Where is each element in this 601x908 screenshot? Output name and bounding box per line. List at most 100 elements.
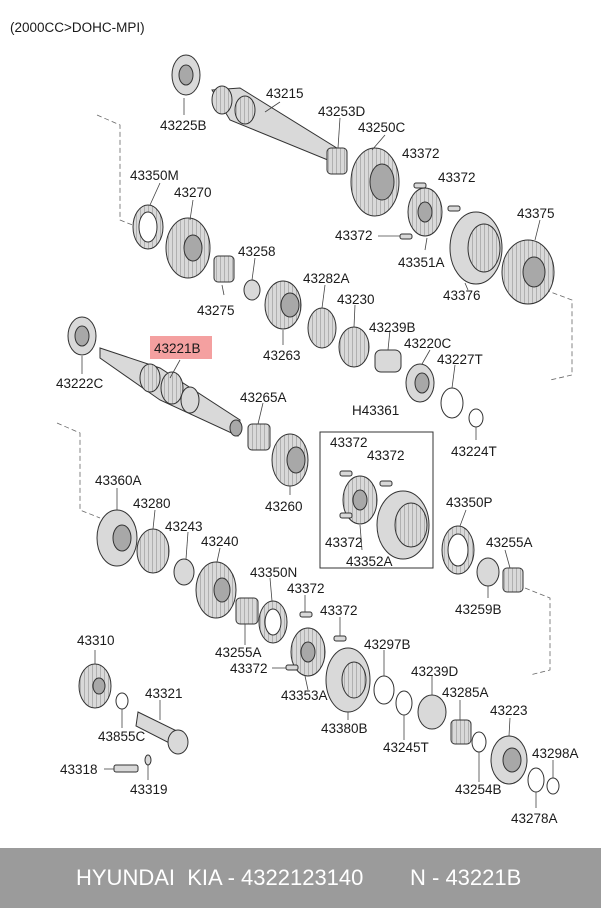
output-shaft-43221B[interactable] bbox=[99, 347, 243, 437]
gear-43260[interactable] bbox=[271, 433, 309, 487]
synchro-ring-43280[interactable] bbox=[136, 528, 170, 574]
key-43372-g[interactable] bbox=[299, 611, 313, 618]
gear-43375[interactable] bbox=[501, 239, 555, 305]
label-43372-e[interactable]: 43372 bbox=[367, 448, 405, 463]
label-43350N[interactable]: 43350N bbox=[250, 565, 297, 580]
gear-43263[interactable] bbox=[264, 280, 302, 330]
label-43225B[interactable]: 43225B bbox=[160, 118, 207, 133]
label-43278A[interactable]: 43278A bbox=[511, 811, 558, 826]
label-43260[interactable]: 43260 bbox=[265, 499, 303, 514]
sleeve-43380B[interactable] bbox=[325, 647, 371, 713]
label-43230[interactable]: 43230 bbox=[337, 292, 375, 307]
label-43221B[interactable]: 43221B bbox=[154, 341, 201, 356]
sleeve-43275[interactable] bbox=[243, 279, 261, 301]
label-43350P[interactable]: 43350P bbox=[446, 495, 493, 510]
key-43372-f[interactable] bbox=[339, 512, 353, 519]
bearing-43223[interactable] bbox=[490, 735, 528, 785]
washer-43319[interactable] bbox=[144, 754, 152, 766]
snap-ring-43278A[interactable] bbox=[527, 767, 545, 793]
label-43375[interactable]: 43375 bbox=[517, 206, 555, 221]
label-43372-h[interactable]: 43372 bbox=[320, 603, 358, 618]
label-43298A[interactable]: 43298A bbox=[532, 746, 579, 761]
label-43245T[interactable]: 43245T bbox=[383, 740, 429, 755]
synchro-hub-43352A[interactable] bbox=[342, 475, 378, 525]
key-43372-b[interactable] bbox=[447, 205, 461, 212]
key-43372-a[interactable] bbox=[413, 182, 427, 189]
gear-43282A[interactable] bbox=[307, 307, 337, 349]
sleeve-43259B[interactable] bbox=[476, 557, 500, 587]
label-43855C[interactable]: 43855C bbox=[98, 729, 146, 744]
label-43351A[interactable]: 43351A bbox=[398, 255, 445, 270]
needle-bearing-43255A-right[interactable] bbox=[502, 567, 524, 593]
label-43350M[interactable]: 43350M bbox=[130, 168, 179, 183]
washer-43298A[interactable] bbox=[546, 777, 560, 795]
label-43243[interactable]: 43243 bbox=[165, 519, 203, 534]
sleeve-assembly[interactable] bbox=[376, 490, 430, 560]
label-43220C[interactable]: 43220C bbox=[404, 336, 452, 351]
label-43255A-right[interactable]: 43255A bbox=[486, 535, 533, 550]
gear-43230[interactable] bbox=[338, 326, 370, 368]
washer-43224T[interactable] bbox=[468, 408, 484, 428]
label-43372-c[interactable]: 43372 bbox=[335, 228, 373, 243]
label-43280[interactable]: 43280 bbox=[133, 496, 171, 511]
synchro-ring-43350M[interactable] bbox=[132, 204, 164, 250]
sleeve-43243[interactable] bbox=[173, 558, 195, 586]
label-43372-g[interactable]: 43372 bbox=[287, 581, 325, 596]
needle-bearing-43285A[interactable] bbox=[450, 719, 472, 745]
synchro-ring-43350P[interactable] bbox=[441, 525, 475, 575]
label-43380B[interactable]: 43380B bbox=[321, 721, 368, 736]
gear-43270[interactable] bbox=[165, 217, 211, 279]
shaft-43321[interactable] bbox=[135, 711, 189, 755]
bolt-43318[interactable] bbox=[113, 764, 139, 773]
gear-43310[interactable] bbox=[78, 663, 112, 709]
key-43372-e[interactable] bbox=[379, 480, 393, 487]
synchro-ring-43350N[interactable] bbox=[258, 600, 288, 644]
gear-43360A[interactable] bbox=[96, 509, 138, 567]
label-43285A[interactable]: 43285A bbox=[442, 685, 489, 700]
label-43227T[interactable]: 43227T bbox=[437, 352, 483, 367]
label-43265A[interactable]: 43265A bbox=[240, 390, 287, 405]
label-43372-b[interactable]: 43372 bbox=[438, 170, 476, 185]
label-43270[interactable]: 43270 bbox=[174, 185, 212, 200]
label-43224T[interactable]: 43224T bbox=[451, 444, 497, 459]
label-43321[interactable]: 43321 bbox=[145, 686, 183, 701]
sleeve-43239B[interactable] bbox=[374, 349, 402, 373]
label-43352A[interactable]: 43352A bbox=[346, 554, 393, 569]
label-H43361[interactable]: H43361 bbox=[352, 403, 399, 418]
key-43372-i[interactable] bbox=[285, 664, 299, 671]
label-43253D[interactable]: 43253D bbox=[318, 104, 366, 119]
label-43318[interactable]: 43318 bbox=[60, 762, 98, 777]
label-43310[interactable]: 43310 bbox=[77, 633, 115, 648]
label-43372-i[interactable]: 43372 bbox=[230, 661, 268, 676]
needle-bearing-43253D[interactable] bbox=[326, 147, 348, 175]
bearing-43220C[interactable] bbox=[405, 363, 435, 403]
label-43259B[interactable]: 43259B bbox=[455, 602, 502, 617]
label-43353A[interactable]: 43353A bbox=[281, 688, 328, 703]
washer-43855C[interactable] bbox=[115, 692, 129, 710]
label-43239B[interactable]: 43239B bbox=[369, 320, 416, 335]
key-43372-h[interactable] bbox=[333, 635, 347, 642]
key-43372-c[interactable] bbox=[399, 233, 413, 240]
ring-43254B[interactable] bbox=[471, 731, 487, 753]
gear-43250C[interactable] bbox=[350, 147, 400, 217]
label-43263[interactable]: 43263 bbox=[263, 348, 301, 363]
label-43319[interactable]: 43319 bbox=[130, 782, 168, 797]
label-43258[interactable]: 43258 bbox=[238, 244, 276, 259]
label-43275[interactable]: 43275 bbox=[197, 303, 235, 318]
bearing-43222C[interactable] bbox=[67, 316, 97, 356]
label-43223[interactable]: 43223 bbox=[490, 703, 528, 718]
label-43254B[interactable]: 43254B bbox=[455, 782, 502, 797]
label-43240[interactable]: 43240 bbox=[201, 534, 239, 549]
sleeve-43376[interactable] bbox=[449, 211, 503, 285]
label-43255A-left[interactable]: 43255A bbox=[215, 645, 262, 660]
snap-ring-43245T[interactable] bbox=[395, 690, 413, 716]
key-43372-d[interactable] bbox=[339, 470, 353, 477]
label-43239D[interactable]: 43239D bbox=[411, 664, 459, 679]
label-43376[interactable]: 43376 bbox=[443, 288, 481, 303]
needle-bearing-43258[interactable] bbox=[213, 255, 235, 283]
label-43215[interactable]: 43215 bbox=[266, 86, 304, 101]
synchro-hub-43353A[interactable] bbox=[290, 627, 326, 677]
label-43372-d[interactable]: 43372 bbox=[330, 435, 368, 450]
label-43360A[interactable]: 43360A bbox=[95, 473, 142, 488]
synchro-hub-43351A[interactable] bbox=[407, 187, 443, 237]
